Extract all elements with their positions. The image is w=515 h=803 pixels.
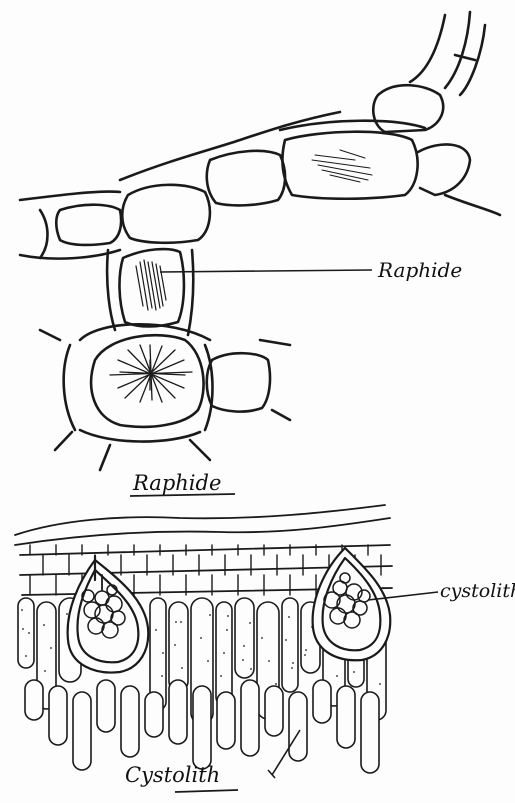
lower-palisade-cell: [145, 692, 163, 737]
lithocyst-right: [313, 548, 391, 660]
stipple-dot: [250, 668, 252, 670]
stipple-dot: [174, 644, 176, 646]
stipple-dot: [261, 637, 263, 639]
stipple-dot: [162, 652, 164, 654]
lower-palisade-cell: [169, 680, 187, 744]
cell-striations: [312, 150, 372, 182]
lower-palisade-cell: [289, 692, 307, 761]
stipple-dot: [25, 655, 27, 657]
stipple-dot: [242, 659, 244, 661]
stipple-dot: [220, 675, 222, 677]
raphide-pointer-label: Raphide: [377, 258, 462, 282]
cystolith-pointer-label: cystolith: [440, 580, 515, 602]
lower-palisade-cell: [313, 680, 331, 723]
stipple-dot: [226, 629, 228, 631]
stipple-dot: [207, 660, 209, 662]
stipple-dot: [21, 609, 23, 611]
stipple-dot: [28, 632, 30, 634]
stipple-dot: [180, 621, 182, 623]
stipple-dot: [22, 628, 24, 630]
stipple-dot: [243, 645, 245, 647]
stipple-dot: [50, 647, 52, 649]
palisade-cell: [18, 598, 34, 668]
raphide-cell-tissue: [20, 12, 500, 470]
stipple-dot: [200, 637, 202, 639]
stipple-dot: [249, 622, 251, 624]
cystolith-caption: Cystolith: [125, 763, 220, 787]
stipple-dot: [43, 624, 45, 626]
stipple-dot: [66, 613, 68, 615]
lower-palisade-cell: [193, 686, 211, 769]
stipple-dot: [285, 639, 287, 641]
stipple-dot: [379, 683, 381, 685]
stipple-dot: [227, 615, 229, 617]
stipple-dot: [161, 675, 163, 677]
lower-palisade-cell: [241, 680, 259, 756]
stipple-dot: [305, 649, 307, 651]
cystolith-caption-underline: [175, 790, 238, 792]
stipple-dot: [304, 654, 306, 656]
raphide-needle-bundle: [136, 260, 166, 310]
stipple-dot: [44, 670, 46, 672]
lower-palisade-cell: [25, 680, 43, 720]
stipple-dot: [181, 667, 183, 669]
lower-palisade-cell: [97, 680, 115, 732]
stipple-dot: [155, 629, 157, 631]
palisade-cell: [169, 602, 188, 691]
lower-palisade-cell: [121, 686, 139, 757]
stipple-dot: [223, 652, 225, 654]
stipple-dot: [268, 660, 270, 662]
lower-palisade-cell: [361, 692, 379, 773]
lower-palisade-cell: [217, 692, 235, 749]
stipple-dot: [291, 667, 293, 669]
stipple-dot: [209, 614, 211, 616]
raphide-caption: Raphide: [132, 471, 221, 495]
raphide-pointer-line: [160, 270, 372, 272]
stipple-dot: [288, 616, 290, 618]
lower-palisade-cell: [73, 692, 91, 770]
stipple-dot: [292, 662, 294, 664]
stipple-dot: [175, 621, 177, 623]
lower-palisade-cell: [265, 686, 283, 736]
stipple-dot: [275, 683, 277, 685]
stipple-dot: [353, 671, 355, 673]
stipple-dot: [336, 675, 338, 677]
palisade-cell: [282, 598, 298, 692]
palisade-cell: [235, 598, 254, 678]
druse-crystal: [110, 345, 192, 402]
lower-palisade-cell: [49, 686, 67, 745]
lower-palisade-cell: [337, 686, 355, 748]
